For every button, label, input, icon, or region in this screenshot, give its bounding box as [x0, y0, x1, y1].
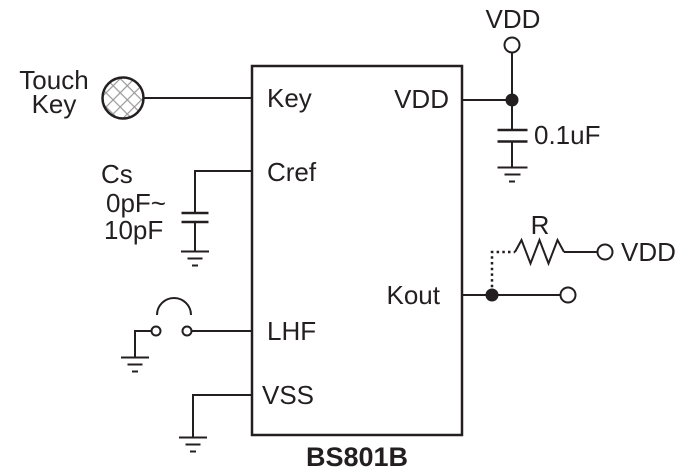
touch-key-section: Touch Key — [19, 65, 252, 120]
switch-arc-icon — [156, 297, 192, 316]
ground-icon — [497, 166, 528, 183]
ground-icon — [181, 250, 209, 267]
resistor-icon — [514, 237, 565, 267]
ground-icon — [179, 436, 207, 453]
pin-label-key: Key — [267, 83, 312, 113]
pin-label-lhf: LHF — [267, 316, 316, 346]
vdd-terminal-icon — [503, 36, 521, 54]
junction-dot-icon — [485, 288, 499, 302]
touch-key-label-line1: Touch — [19, 65, 88, 95]
cs-range-label-line1: 0pF~ — [106, 188, 166, 218]
pullup-dotted-wire — [490, 250, 515, 293]
vss-wire — [192, 394, 252, 437]
vdd-top-label: VDD — [486, 4, 541, 34]
switch-ground-wire — [134, 330, 152, 357]
pin-label-kout: Kout — [387, 280, 441, 310]
pullup-resistor-label: R — [531, 210, 550, 240]
switch-contact-right-icon — [181, 325, 193, 337]
vdd-right-terminal-icon — [596, 243, 614, 261]
pin-label-vss: VSS — [262, 380, 314, 410]
kout-output-section: R VDD — [462, 210, 676, 304]
cs-name-label: Cs — [101, 159, 133, 189]
touch-pad-icon — [101, 76, 145, 120]
lhf-switch-section — [121, 297, 252, 373]
touch-key-label-line2: Key — [32, 89, 77, 119]
vss-section — [179, 394, 252, 453]
cref-wire — [194, 170, 252, 212]
ic-body — [250, 64, 464, 437]
pin-label-vdd: VDD — [394, 84, 449, 114]
cs-range-label-line2: 10pF — [104, 215, 163, 245]
vdd-right-label: VDD — [621, 237, 676, 267]
decoupling-cap-value-label: 0.1uF — [534, 120, 601, 150]
vdd-supply-section: VDD 0.1uF — [462, 4, 601, 183]
ic-name-label: BS801B — [306, 442, 408, 470]
cs-capacitor-icon — [181, 211, 209, 224]
decoupling-capacitor-icon — [497, 128, 528, 143]
cs-capacitor-section: Cs 0pF~ 10pF — [101, 159, 252, 267]
switch-contact-left-icon — [150, 325, 162, 337]
pin-label-cref: Cref — [267, 157, 317, 187]
kout-terminal-icon — [559, 286, 577, 304]
ic-block: Key Cref LHF VSS VDD Kout BS801B — [250, 64, 464, 470]
ground-icon — [121, 356, 149, 373]
